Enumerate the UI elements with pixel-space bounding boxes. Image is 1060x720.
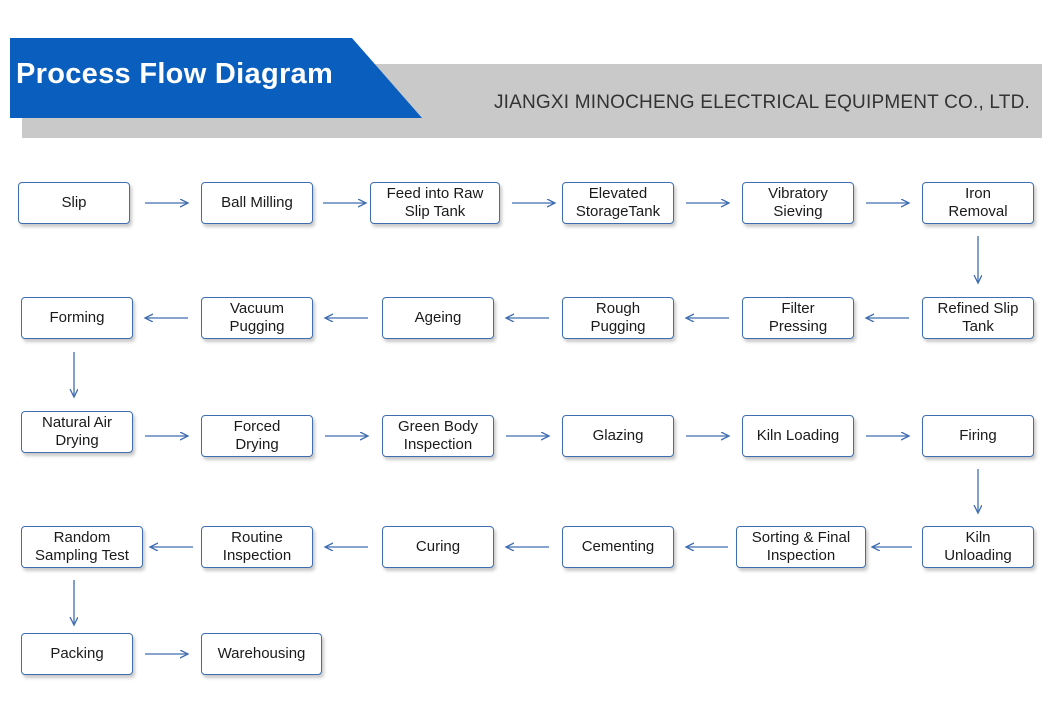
step-elevated-storage-tank: Elevated StorageTank (562, 182, 674, 224)
step-glazing: Glazing (562, 415, 674, 457)
step-cementing: Cementing (562, 526, 674, 568)
step-ageing: Ageing (382, 297, 494, 339)
step-vibratory-sieving: Vibratory Sieving (742, 182, 854, 224)
step-green-body-inspection: Green Body Inspection (382, 415, 494, 457)
step-ball-milling: Ball Milling (201, 182, 313, 224)
step-slip: Slip (18, 182, 130, 224)
company-name: JIANGXI MINOCHENG ELECTRICAL EQUIPMENT C… (493, 92, 1030, 113)
step-kiln-unloading: Kiln Unloading (922, 526, 1034, 568)
step-forced-drying: Forced Drying (201, 415, 313, 457)
step-forming: Forming (21, 297, 133, 339)
title-banner (10, 38, 422, 118)
step-iron-removal: Iron Removal (922, 182, 1034, 224)
step-curing: Curing (382, 526, 494, 568)
step-feed-into-raw-slip-tank: Feed into Raw Slip Tank (370, 182, 500, 224)
step-rough-pugging: Rough Pugging (562, 297, 674, 339)
step-kiln-loading: Kiln Loading (742, 415, 854, 457)
step-routine-inspection: Routine Inspection (201, 526, 313, 568)
step-natural-air-drying: Natural Air Drying (21, 411, 133, 453)
step-filter-pressing: Filter Pressing (742, 297, 854, 339)
step-warehousing: Warehousing (201, 633, 322, 675)
step-sorting-final-inspection: Sorting & Final Inspection (736, 526, 866, 568)
page-title: Process Flow Diagram (16, 58, 334, 90)
step-packing: Packing (21, 633, 133, 675)
step-firing: Firing (922, 415, 1034, 457)
step-vacuum-pugging: Vacuum Pugging (201, 297, 313, 339)
step-refined-slip-tank: Refined Slip Tank (922, 297, 1034, 339)
step-random-sampling-test: Random Sampling Test (21, 526, 143, 568)
